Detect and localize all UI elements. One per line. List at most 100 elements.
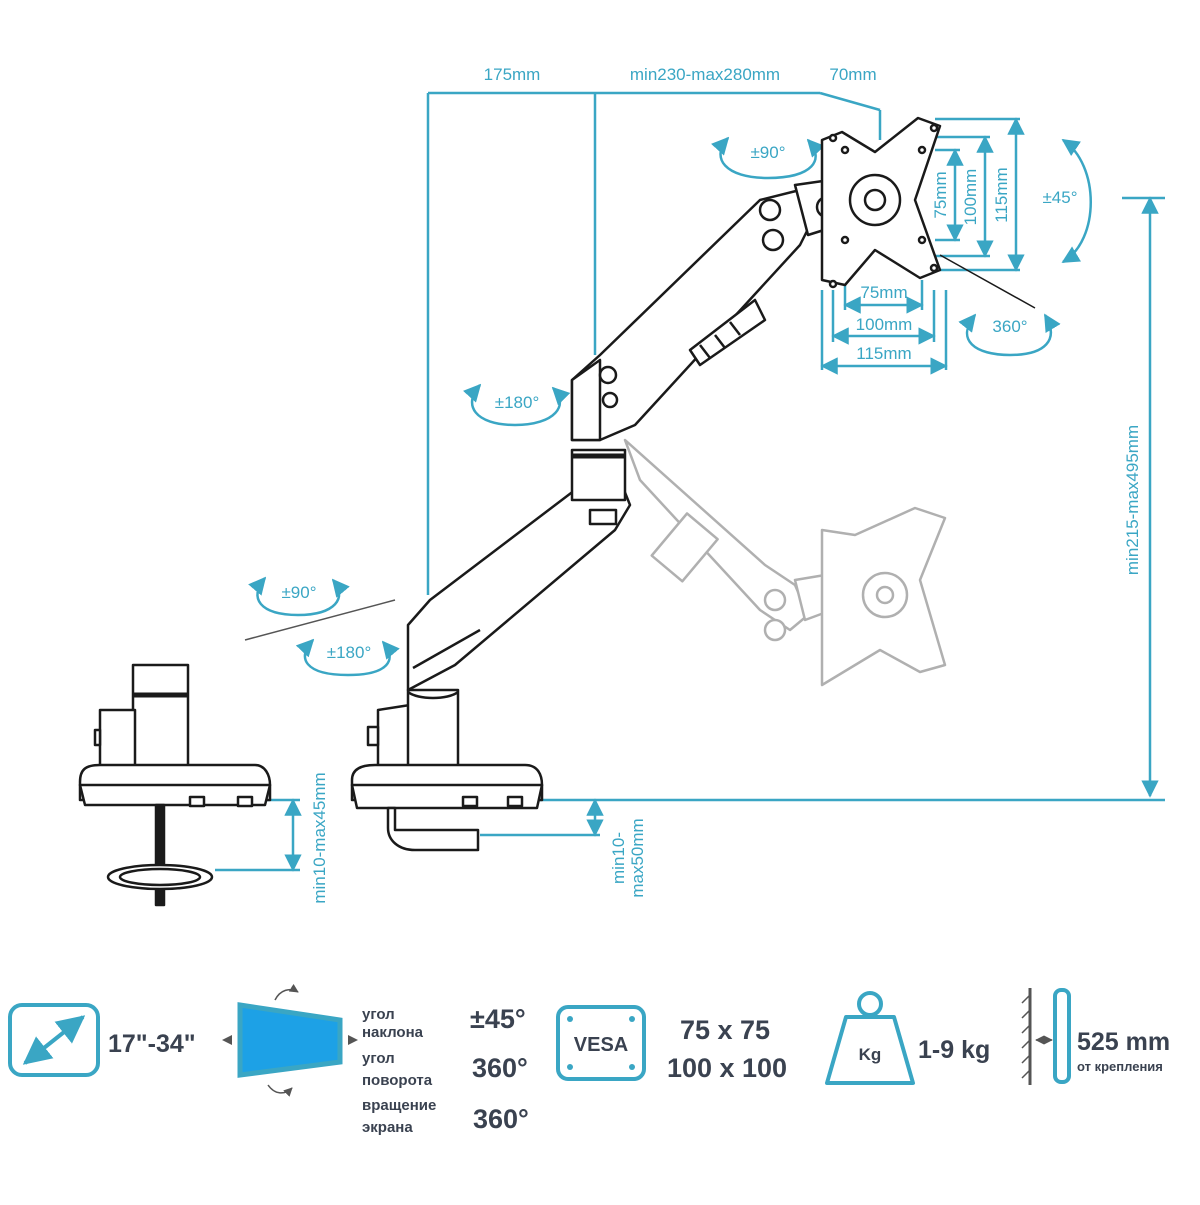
spin-arrow	[958, 313, 1061, 357]
rotate-value: 360°	[473, 1104, 529, 1134]
base-swivel-arrow	[248, 576, 350, 617]
spin-leader-line	[939, 254, 1036, 309]
rotate-label-1: вращение	[362, 1097, 436, 1114]
ghost-pivot-1	[763, 588, 787, 612]
dimension-labels: 175mm min230-max280mm 70mm 75mm 100mm 11…	[310, 65, 1142, 904]
reach-label: от крепления	[1077, 1059, 1163, 1074]
right-base-lower	[350, 783, 544, 810]
tilt-label-2: наклона	[362, 1024, 424, 1041]
vesa-hole-1	[840, 145, 850, 155]
ghost-plate-hub-inner	[875, 585, 895, 605]
label-base-swivel: ±90°	[281, 583, 316, 602]
vesa-hole-5	[828, 133, 838, 143]
tilt-label-1: угол	[362, 1006, 395, 1023]
label-head-swivel: ±90°	[750, 143, 785, 162]
left-clamp-knob	[93, 728, 102, 747]
rotation-spec: угол наклона угол поворота вращение экра…	[222, 983, 529, 1136]
dim-v115: 115mm	[992, 167, 1011, 222]
dim-h100: 100mm	[856, 315, 913, 334]
vesa-badge-hole-2	[629, 1016, 635, 1022]
right-clamp-jaw	[386, 806, 480, 852]
vesa-badge-hole-3	[567, 1064, 573, 1070]
swivel-value: 360°	[472, 1053, 528, 1083]
right-base-slot-2	[506, 795, 524, 808]
ghost-pivot-2	[763, 618, 787, 642]
label-elbow: ±180°	[495, 393, 540, 412]
cover-rib-1	[699, 344, 711, 359]
vesa-hole-4	[917, 235, 927, 245]
lower-arm	[406, 448, 632, 700]
lower-arm-body	[406, 478, 632, 692]
tilt-arrow	[1061, 138, 1092, 264]
diagonal-arrow-icon	[22, 1015, 86, 1065]
dim-clamp-right-2: max50mm	[628, 818, 647, 897]
base-rotate-arrow	[295, 638, 400, 677]
ghost-arm-bracket	[650, 512, 719, 583]
vesa-badge-hole-4	[629, 1064, 635, 1070]
vesa-hole-2	[917, 145, 927, 155]
upper-arm	[570, 178, 842, 442]
vesa-hole-3	[840, 235, 850, 245]
reach-value: 525 mm	[1077, 1028, 1170, 1056]
arm-pivot-3	[758, 198, 782, 222]
lower-arm-groove	[412, 628, 481, 670]
vesa-spec: VESA 75 x 75 100 x 100	[556, 1005, 787, 1083]
vesa-hole-6	[929, 123, 939, 133]
left-clamp-plate-inner	[118, 867, 202, 887]
right-clamp-base	[350, 688, 544, 852]
dim-v100: 100mm	[961, 169, 980, 226]
arm-pivot-4	[761, 228, 785, 252]
left-screw	[154, 803, 166, 907]
dimension-lines	[215, 91, 1165, 872]
wall-hatch-icon	[1021, 994, 1031, 1079]
vesa-plate	[820, 116, 942, 289]
arm-pivot-1	[598, 365, 618, 385]
left-base-slot-1	[188, 795, 206, 808]
reach-spec: 525 mm от крепления	[1021, 988, 1170, 1085]
rotate-left-arrow-icon	[222, 1035, 232, 1045]
screen-size-spec: 17"-34"	[8, 1003, 196, 1077]
depth-line	[819, 91, 881, 112]
rotation-labels: ±90° ±45° 360° ±180° ±90° ±180°	[281, 143, 1077, 662]
swivel-label-1: угол	[362, 1050, 395, 1067]
tilt-value: ±45°	[470, 1004, 526, 1034]
dim-175: 175mm	[484, 65, 541, 84]
weight-ring-icon	[857, 991, 883, 1017]
left-base-lower	[78, 783, 272, 807]
vesa-badge-hole-1	[567, 1016, 573, 1022]
vesa-badge-icon	[556, 1005, 646, 1081]
monitor-arm-drawing	[78, 116, 1036, 907]
plane-line	[244, 599, 396, 641]
left-base-slot-2	[236, 795, 254, 808]
right-pole	[406, 688, 460, 777]
spec-strip: 17"-34" угол наклона угол поворота враще…	[8, 983, 1170, 1136]
left-clamp-base	[78, 663, 272, 907]
rotate-top-arrow-icon	[274, 983, 299, 1001]
label-base-rotate: ±180°	[327, 643, 372, 662]
dim-h115: 115mm	[856, 344, 911, 363]
dim-70: 70mm	[829, 65, 876, 84]
vesa-hub-inner	[863, 188, 887, 212]
screen-size-value: 17"-34"	[108, 1030, 196, 1058]
elbow-joint	[570, 448, 627, 502]
vesa-value-1: 75 x 75	[680, 1015, 770, 1045]
cover-rib-3	[729, 321, 741, 336]
elbow-arrow	[462, 383, 571, 427]
label-spin: 360°	[992, 317, 1027, 336]
dim-h75: 75mm	[860, 283, 907, 302]
weight-icon	[825, 1015, 915, 1085]
vesa-hole-8	[929, 263, 939, 273]
dim-clamp-left: min10-max45mm	[310, 772, 329, 903]
arm-profile-icon	[1053, 988, 1071, 1084]
rotate-bottom-arrow-icon	[267, 1084, 293, 1097]
dim-height: min215-max495mm	[1123, 425, 1142, 575]
upper-arm-cover	[688, 298, 767, 367]
upper-arm-base	[570, 358, 602, 442]
ghost-arm	[623, 438, 947, 687]
lower-arm-slot	[588, 508, 618, 526]
vesa-badge-text: VESA	[574, 1034, 628, 1056]
weight-badge-text: Kg	[859, 1045, 882, 1064]
right-clamp-knob	[366, 725, 380, 747]
vesa-value-2: 100 x 100	[667, 1053, 787, 1083]
